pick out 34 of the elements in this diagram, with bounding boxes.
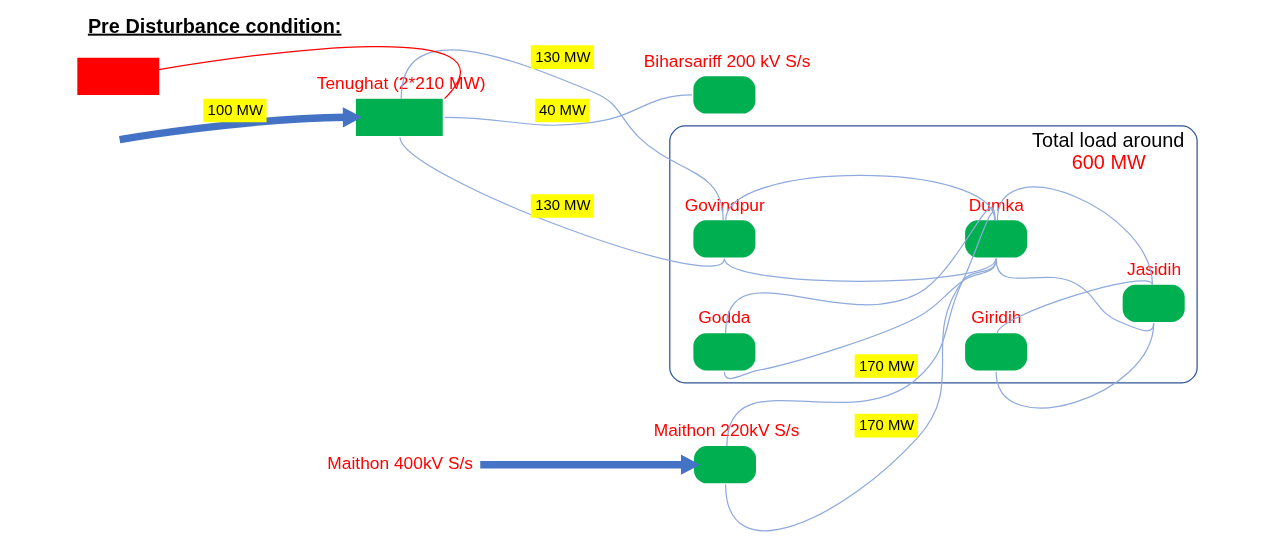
connector [725,174,996,221]
connector [996,186,1154,286]
node-text: Maithon 400kV S/s [327,453,474,474]
edge-label: 130 MW [535,197,591,214]
edge-label: 100 MW [207,101,264,118]
node-box [693,220,756,258]
node-box [693,76,756,114]
node-label: Maithon 220kV S/s [653,420,800,441]
node-box [693,333,756,371]
edge-label: 130 MW [535,48,591,65]
node-label: Godda [698,307,751,328]
edge-label: 170 MW [859,417,915,434]
node-box [965,333,1028,371]
connector [399,136,725,267]
node-label: Giridih [971,307,1022,328]
node-box [77,57,160,95]
node-box [694,446,757,484]
node-label: Govindpur [684,194,765,215]
edge-label: 40 MW [538,101,587,118]
diagram-title: Pre Disturbance condition: [87,14,342,37]
node-label: Jasidih [1127,259,1182,280]
connector [726,211,996,447]
node-box [1122,284,1185,322]
connector [725,258,997,532]
connector [995,258,1155,332]
node-box [355,98,443,136]
connector [158,45,461,100]
connector [996,280,1154,334]
connector [723,258,997,282]
node-box [965,220,1028,258]
node-label: Biharsariff 200 kV S/s [643,50,811,71]
node-label: Dumka [968,194,1024,215]
edge-label: 170 MW [859,357,915,374]
connector [725,207,996,334]
